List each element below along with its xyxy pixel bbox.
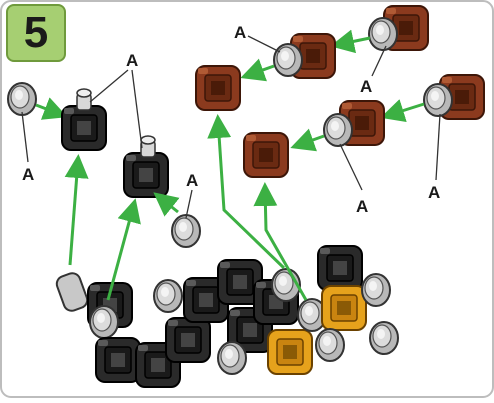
gray-connector-icon [172,215,200,247]
gray-connector-icon [316,329,344,361]
svg-text:A: A [360,77,372,96]
svg-text:A: A [126,51,138,70]
gray-connector-icon [362,274,390,306]
gray-connector-icon [424,84,452,116]
svg-text:A: A [234,23,246,42]
svg-text:A: A [428,183,440,202]
gray-connector-icon [90,306,118,338]
black-cube-icon [318,246,362,290]
gray-connector-icon [370,322,398,354]
gray-connector-icon [274,44,302,76]
step-number: 5 [24,11,48,55]
gray-connector-icon [8,83,36,115]
orange-cube-icon [268,330,312,374]
brown-cube-icon [196,66,240,110]
gray-connector-icon [324,114,352,146]
gray-connector-icon [154,280,182,312]
svg-text:A: A [356,197,368,216]
step-badge: 5 [6,4,66,62]
svg-text:A: A [22,165,34,184]
brown-cube-icon [244,133,288,177]
gray-connector-icon [218,342,246,374]
black-cube-icon [166,318,210,362]
svg-text:A: A [186,171,198,190]
orange-cube-icon [322,286,366,330]
gray-connector-icon [369,18,397,50]
black-cube-icon [96,338,140,382]
